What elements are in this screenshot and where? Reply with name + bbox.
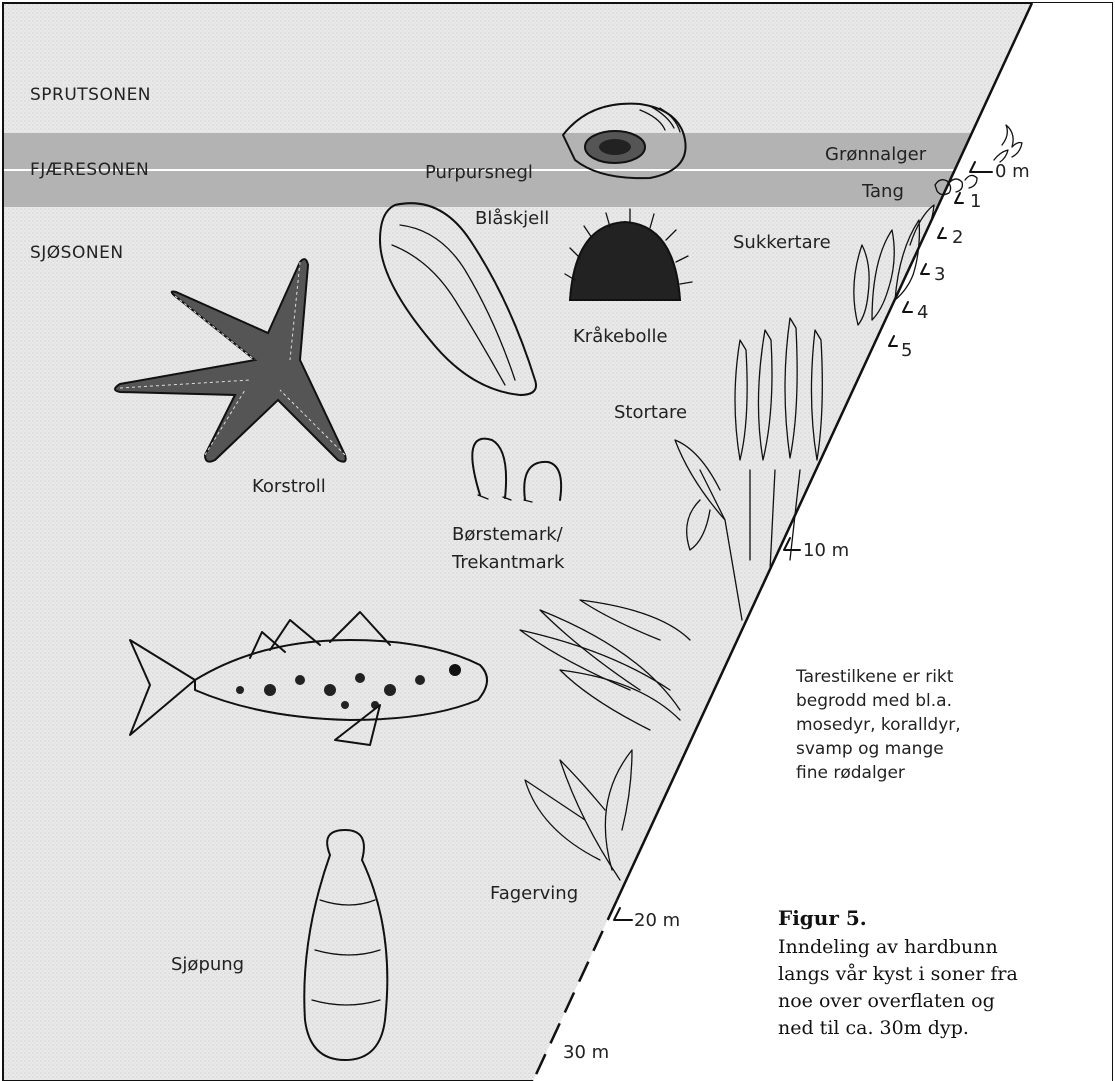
label-triangle-worm: Trekantmark [451, 552, 565, 573]
label-red-algae: Fagerving [490, 883, 578, 904]
label-sea-squirt: Sjøpung [171, 954, 244, 975]
depth-label-4: 4 [917, 302, 928, 323]
label-bristle-worm: Børstemark/ [452, 524, 564, 545]
svg-text:fine rødalger: fine rødalger [796, 763, 905, 783]
depth-label-3: 3 [934, 264, 945, 285]
caption-title: Figur 5. [778, 906, 867, 930]
svg-text:mosedyr, koralldyr,: mosedyr, koralldyr, [796, 715, 961, 735]
label-green-algae: Grønnalger [825, 144, 927, 165]
label-purple-snail: Purpursnegl [425, 162, 533, 183]
depth-label-20m: 20 m [634, 910, 680, 931]
label-blue-mussel: Blåskjell [475, 208, 549, 229]
label-sea-urchin: Kråkebolle [573, 326, 668, 347]
svg-text:Inndeling av hardbunn: Inndeling av hardbunn [778, 936, 998, 958]
svg-text:langs vår kyst i soner fra: langs vår kyst i soner fra [778, 963, 1018, 985]
svg-text:svamp og mange: svamp og mange [796, 739, 944, 759]
depth-label-5: 5 [901, 340, 912, 361]
svg-text:noe over overflaten og: noe over overflaten og [778, 990, 995, 1012]
zone-label-subtidal: SJØSONEN [30, 243, 124, 263]
depth-label-1: 1 [970, 191, 981, 212]
depth-label-0m: 0 m [995, 161, 1030, 182]
label-wrack: Tang [861, 181, 904, 202]
depth-label-10m: 10 m [803, 540, 849, 561]
zone-label-intertidal: FJÆRESONEN [30, 160, 149, 180]
label-starfish: Korstroll [252, 476, 326, 497]
depth-label-2: 2 [952, 227, 963, 248]
label-sugar-kelp: Sukkertare [733, 232, 831, 253]
label-kelp: Stortare [614, 402, 687, 423]
svg-text:Tarestilkene er rikt: Tarestilkene er rikt [795, 667, 954, 687]
depth-label-30m: 30 m [563, 1042, 609, 1063]
svg-text:begrodd med bl.a.: begrodd med bl.a. [796, 691, 952, 711]
zone-label-spray: SPRUTSONEN [30, 85, 151, 105]
svg-text:ned til ca. 30m dyp.: ned til ca. 30m dyp. [778, 1017, 969, 1039]
